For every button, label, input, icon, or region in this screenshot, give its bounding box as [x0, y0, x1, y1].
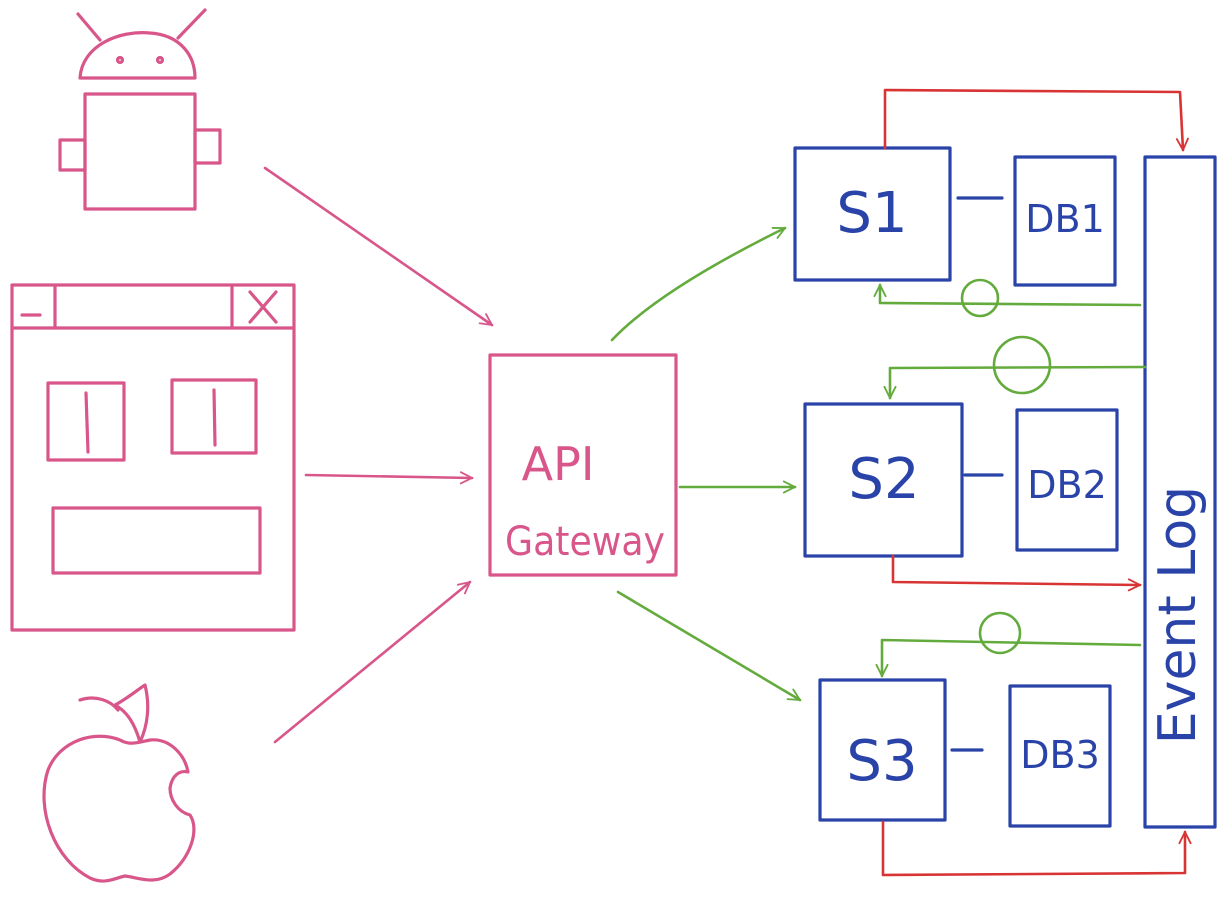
- s2-subscribe-arrow: [890, 365, 1147, 398]
- db3-label: DB3: [1020, 733, 1100, 777]
- service-s3: S3 DB3: [818, 678, 1112, 828]
- desktop-to-gateway-arrow: [304, 475, 472, 478]
- event-publish-arrows: [881, 88, 1185, 877]
- service-s2: S2 DB2: [803, 402, 1119, 558]
- s3-subscribe-arrow: [882, 638, 1142, 676]
- android-robot-icon: [58, 8, 222, 211]
- service-s2-label: S2: [848, 447, 919, 512]
- service-s1-label: S1: [836, 181, 907, 246]
- service-s1: S1 DB1: [793, 146, 1117, 287]
- gateway-to-s3-arrow: [616, 590, 800, 702]
- android-to-gateway-arrow: [263, 166, 492, 327]
- apple-icon: [42, 683, 196, 883]
- s2-sync-icon: [992, 335, 1052, 395]
- s3-publish-arrow: [881, 820, 1185, 877]
- gateway-to-service-arrows: [610, 226, 800, 702]
- gateway-label-line1: API: [522, 437, 595, 491]
- desktop-window-icon: [10, 283, 296, 632]
- event-log-label: Event Log: [1148, 486, 1208, 744]
- event-log: Event Log: [1143, 155, 1217, 829]
- db1-label: DB1: [1025, 197, 1105, 241]
- s2-publish-arrow: [891, 554, 1140, 585]
- apple-to-gateway-arrow: [273, 580, 470, 744]
- s1-subscribe-arrow: [880, 285, 1142, 307]
- api-gateway: API Gateway: [488, 353, 678, 577]
- gateway-to-s1-arrow: [610, 226, 785, 342]
- s1-publish-arrow: [883, 88, 1183, 150]
- s3-sync-icon: [978, 611, 1022, 655]
- db2-label: DB2: [1027, 463, 1107, 507]
- event-subscribe-arrows: [880, 278, 1147, 676]
- service-s3-label: S3: [846, 729, 917, 794]
- client-to-gateway-arrows: [263, 166, 492, 744]
- gateway-label-line2: Gateway: [505, 519, 665, 565]
- s1-sync-icon: [960, 278, 1000, 318]
